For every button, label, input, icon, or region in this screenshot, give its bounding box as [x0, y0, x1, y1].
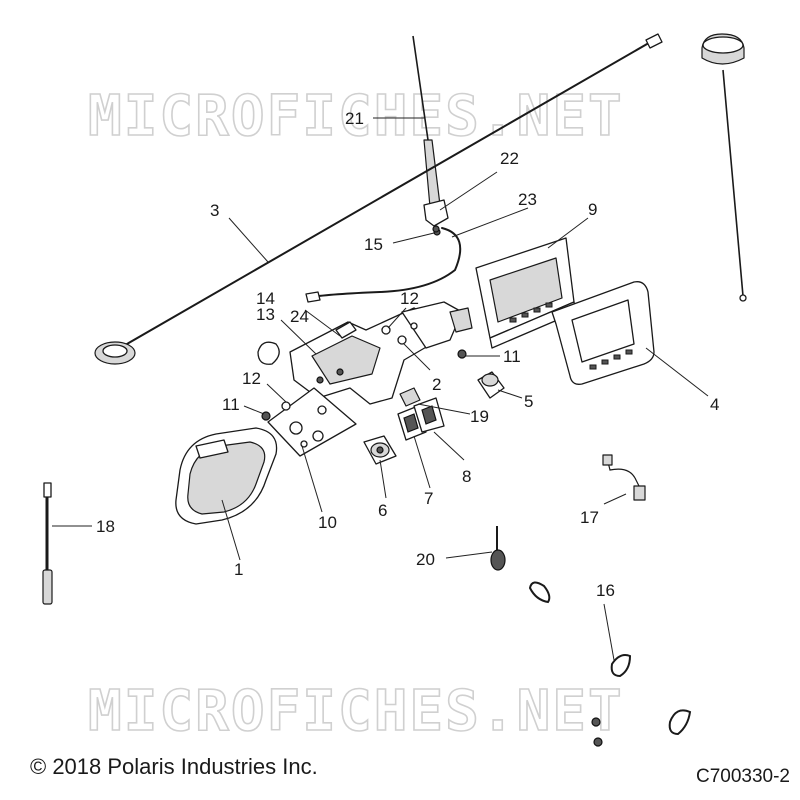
part-16-cable-ties	[528, 581, 692, 747]
callout-11-left: 11	[222, 395, 240, 414]
callout-20: 20	[416, 550, 435, 569]
copyright-text: © 2018 Polaris Industries Inc.	[30, 754, 318, 779]
part-20-sensor	[490, 526, 506, 571]
callouts: 21 22 23 15 3 9 4 13 14 24 12 11 2 5 19 …	[96, 109, 719, 600]
part-23-coax-lead	[305, 227, 462, 303]
callout-15: 15	[364, 235, 383, 254]
figure-code: C700330-2	[695, 766, 790, 787]
callout-1: 1	[234, 560, 243, 579]
callout-22: 22	[500, 149, 519, 168]
part-21-antenna	[412, 35, 449, 227]
callout-3: 3	[210, 201, 219, 220]
part-19-switch	[399, 387, 421, 407]
callout-4: 4	[710, 395, 719, 414]
callout-18: 18	[96, 517, 115, 536]
watermark-top: MICROFICHES.NET	[88, 84, 624, 149]
callout-23: 23	[518, 190, 537, 209]
part-1-instrument-cluster	[175, 427, 278, 525]
callout-6: 6	[378, 501, 387, 520]
watermark-bottom: MICROFICHES.NET	[88, 679, 624, 744]
part-18-stick-antenna	[42, 482, 53, 605]
part-3-antenna-cable	[94, 33, 663, 365]
callout-9: 9	[588, 200, 597, 219]
callout-12-left: 12	[242, 369, 261, 388]
callout-2: 2	[432, 375, 441, 394]
part-5-connector	[477, 371, 505, 399]
callout-24: 24	[290, 307, 309, 326]
callout-17: 17	[580, 508, 599, 527]
part-4-bezel	[551, 281, 655, 385]
callout-14: 14	[256, 289, 275, 308]
part-10-mount-plate	[267, 387, 357, 457]
callout-7: 7	[424, 489, 433, 508]
callout-12-top: 12	[400, 289, 419, 308]
part-6-ignition-switch	[363, 435, 397, 465]
callout-21: 21	[345, 109, 364, 128]
leader-lines	[52, 117, 709, 661]
callout-8: 8	[462, 467, 471, 486]
callout-19: 19	[470, 407, 489, 426]
part-7-8-rocker-switches	[397, 397, 445, 441]
part-mast-cap	[701, 33, 747, 302]
part-2-main-bracket	[289, 301, 473, 405]
callout-10: 10	[318, 513, 337, 532]
callout-11-right: 11	[503, 347, 521, 366]
callout-5: 5	[524, 392, 533, 411]
part-17-harness	[602, 454, 646, 501]
part-13-grommet	[257, 341, 280, 365]
callout-13: 13	[256, 305, 275, 324]
callout-16: 16	[596, 581, 615, 600]
